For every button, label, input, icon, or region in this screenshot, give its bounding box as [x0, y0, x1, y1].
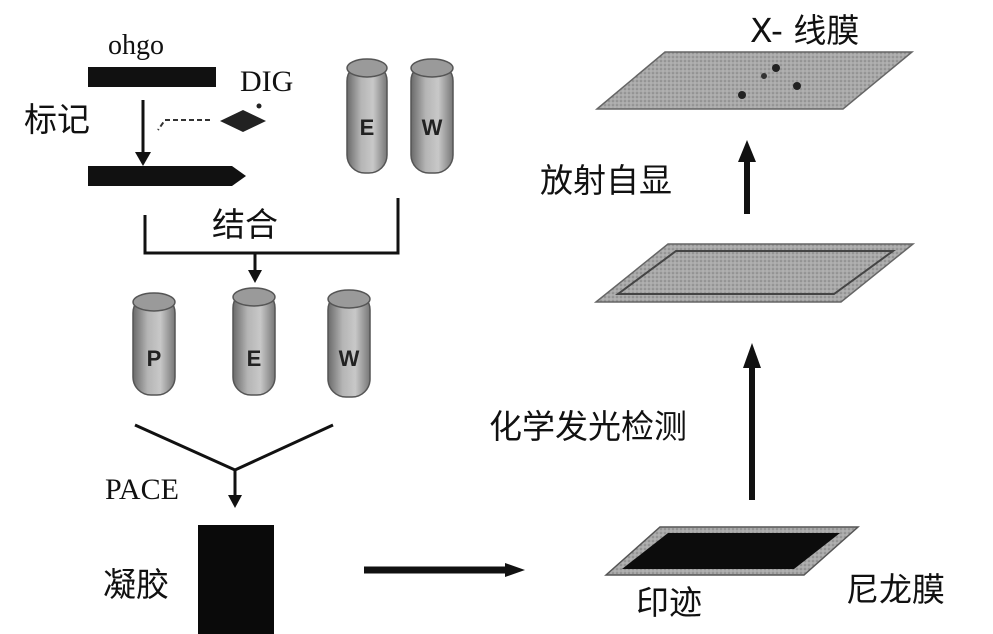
chemi-label: 化学发光检测 [489, 407, 687, 446]
combine-label: 结合 [212, 205, 278, 244]
autorad-label: 放射自显 [540, 161, 672, 200]
blot-label: 印迹 [636, 583, 702, 622]
tube-bottom-P-letter: P [147, 346, 162, 371]
tube-bottom-E: E [232, 287, 276, 396]
chemi-arrow-head [743, 343, 761, 368]
dig-diamond [220, 110, 266, 132]
xray-band-4 [738, 91, 746, 99]
tube-bottom-E-letter: E [247, 346, 262, 371]
oligo-label: ohgo [108, 30, 164, 61]
exposure-inner-frame [614, 250, 897, 295]
tube-bottom-W: W [327, 289, 371, 398]
gel-label: 凝胶 [103, 565, 169, 604]
tube-top-W: W [410, 58, 454, 174]
label-step-label: 标记 [24, 100, 90, 139]
nylon-label: 尼龙膜 [846, 570, 945, 609]
tube-bottom-P: P [132, 292, 176, 396]
blot-dark-area [622, 533, 840, 569]
tube-bottom-W-letter: W [339, 346, 360, 371]
dig-label: DIG [240, 65, 294, 98]
labeled-probe-arrow [88, 166, 246, 186]
xray-band-3 [793, 82, 801, 90]
pace-funnel [134, 423, 334, 472]
gel-block [198, 525, 274, 634]
xray-label: X- 线膜 [750, 11, 860, 50]
exposure-membrane [593, 243, 916, 303]
tube-top-W-letter: W [422, 115, 443, 140]
tube-top-E: E [346, 58, 388, 174]
autorad-arrow-head [738, 140, 756, 162]
dig-dot [256, 103, 262, 109]
combine-arrow-head [248, 270, 262, 283]
combine-bracket [143, 198, 400, 255]
xray-band-1 [772, 64, 780, 72]
oligo-bar [88, 67, 216, 87]
tube-top-E-letter: E [360, 115, 375, 140]
pace-label: PACE [105, 473, 179, 506]
xray-film [594, 51, 915, 110]
xray-band-2 [761, 73, 767, 79]
pace-arrow-head [228, 495, 242, 508]
dig-link-arrow [157, 119, 210, 131]
transfer-arrow-head [505, 563, 525, 577]
label-arrow-head [135, 152, 151, 166]
